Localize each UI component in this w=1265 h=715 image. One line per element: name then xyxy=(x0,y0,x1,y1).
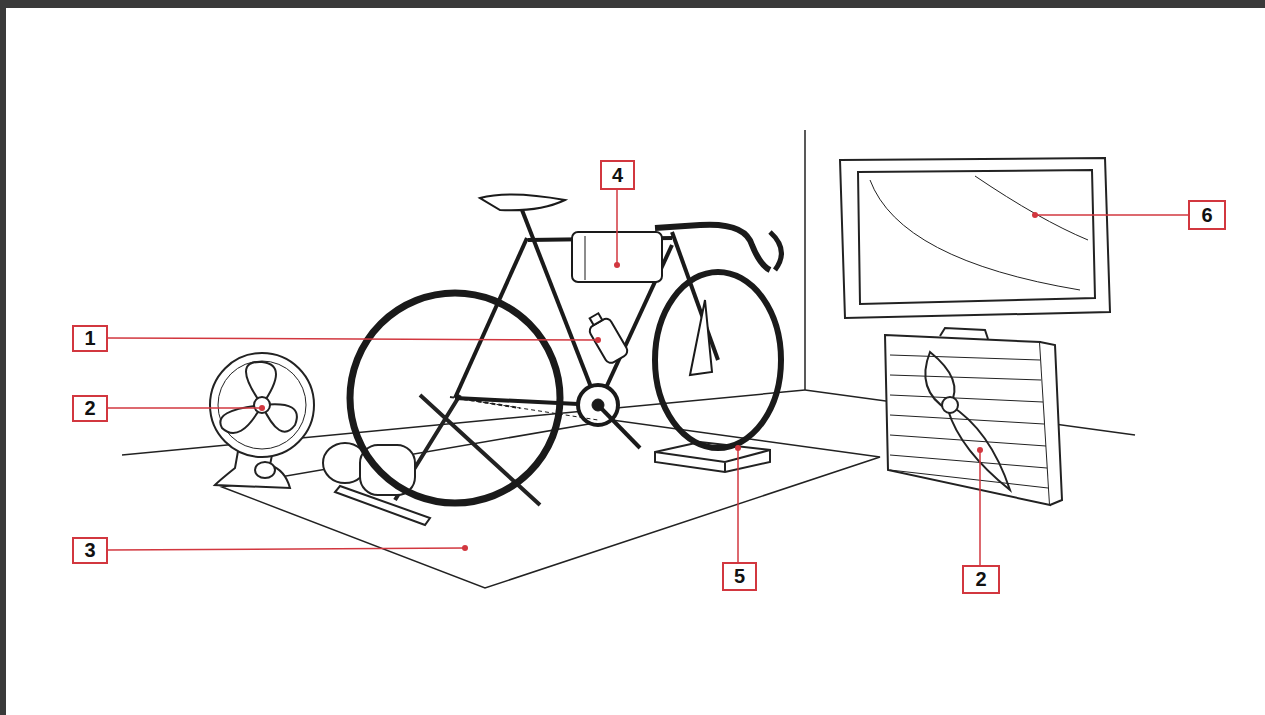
trainer xyxy=(323,395,540,525)
tv xyxy=(840,158,1110,318)
tv-glare xyxy=(870,180,1080,290)
callout-number: 3 xyxy=(84,539,95,562)
leader-dot xyxy=(614,262,620,268)
leader-line xyxy=(616,190,618,265)
callout-box: 4 xyxy=(600,160,635,190)
leader-line xyxy=(108,548,465,550)
leader-dot xyxy=(259,405,265,411)
callout-number: 2 xyxy=(975,568,986,591)
frame-bar xyxy=(0,0,6,715)
leader-line xyxy=(979,450,981,565)
desk-fan xyxy=(210,353,314,488)
chain xyxy=(455,398,598,420)
callout-box: 3 xyxy=(72,537,108,564)
callout-number: 1 xyxy=(84,327,95,350)
trainer-frame xyxy=(395,395,540,505)
leader-dot xyxy=(595,337,601,343)
crank-arm xyxy=(598,405,640,448)
leader-lines xyxy=(108,190,1188,565)
tv-screen xyxy=(858,170,1095,304)
fan-hub xyxy=(942,397,958,413)
leader-line xyxy=(108,407,262,409)
leader-line xyxy=(1035,214,1188,216)
fan-grille xyxy=(890,355,1048,488)
book-edge xyxy=(655,450,770,472)
callout-box: 2 xyxy=(72,395,108,422)
bike-frame xyxy=(455,210,718,405)
callout-box: 6 xyxy=(1188,200,1226,230)
fan-blade xyxy=(925,352,1010,490)
fan-handle xyxy=(940,328,988,339)
handlebar-drop xyxy=(770,232,781,270)
frame-bar xyxy=(0,0,1265,8)
callout-box: 2 xyxy=(962,565,1000,594)
callout-box: 5 xyxy=(722,562,757,591)
water-bottle xyxy=(584,310,630,365)
leader-dot xyxy=(735,445,741,451)
leader-dot xyxy=(1032,212,1038,218)
room xyxy=(122,130,1135,588)
bicycle xyxy=(350,194,781,503)
leader-line xyxy=(108,338,598,340)
callout-number: 6 xyxy=(1201,204,1212,227)
callout-number: 5 xyxy=(734,565,745,588)
fan-guard xyxy=(218,361,306,449)
wall-corner xyxy=(804,130,806,390)
handlebar xyxy=(655,225,770,270)
box-fan xyxy=(885,328,1062,505)
leader-dot xyxy=(462,545,468,551)
fan-guard xyxy=(210,353,314,457)
tv-frame xyxy=(840,158,1110,318)
fan-hub xyxy=(254,397,270,413)
saddle xyxy=(480,194,565,210)
leader-line xyxy=(737,448,739,562)
leader-dots xyxy=(259,212,1038,551)
fan-body xyxy=(885,335,1050,505)
callout-number: 2 xyxy=(84,397,95,420)
tv-glare xyxy=(975,176,1088,240)
callout-number: 4 xyxy=(612,164,623,187)
leader-dot xyxy=(977,447,983,453)
fork-blade xyxy=(690,300,712,375)
callout-box: 1 xyxy=(72,325,108,352)
fan-knob xyxy=(255,462,275,478)
towel-fold xyxy=(585,236,586,280)
